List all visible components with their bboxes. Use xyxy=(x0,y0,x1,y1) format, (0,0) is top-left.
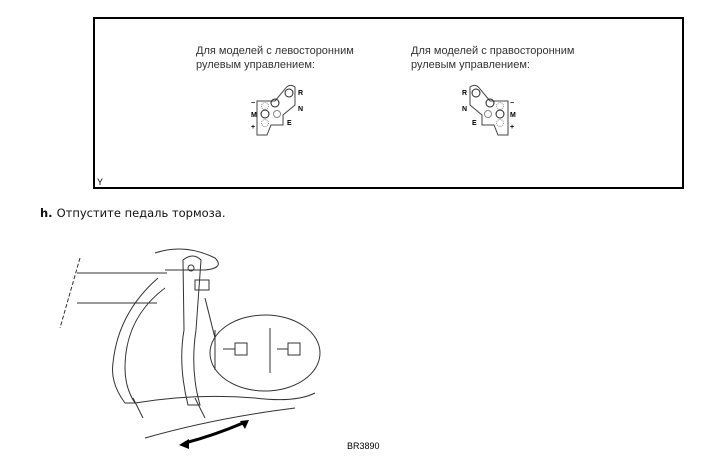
lhd-caption: Для моделей с левосторонним рулевым упра… xyxy=(196,44,354,72)
label-e: E xyxy=(472,120,477,127)
brake-pedal-illustration xyxy=(59,248,321,449)
label-n: N xyxy=(298,106,303,113)
caption-line: рулевым управлением: xyxy=(411,59,530,71)
label-m: M xyxy=(251,112,257,119)
label-minus: − xyxy=(251,100,255,107)
lhd-shift-diagram: R N E − M + xyxy=(251,84,303,136)
caption-line: рулевым управлением: xyxy=(196,59,315,71)
caption-line: Для моделей с правосторонним xyxy=(411,45,575,57)
label-e: E xyxy=(287,120,292,127)
step-text: Отпустите педаль тормоза. xyxy=(56,206,226,220)
label-r: R xyxy=(298,90,303,97)
step-letter: h. xyxy=(40,206,53,220)
corner-label: Y xyxy=(97,177,104,187)
figure-code: BR3890 xyxy=(347,441,380,451)
rhd-shift-diagram: R N E − M + xyxy=(462,84,516,136)
label-plus: + xyxy=(251,124,255,131)
shift-pattern-figure: Для моделей с левосторонним рулевым упра… xyxy=(93,17,684,189)
label-n: N xyxy=(462,106,467,113)
caption-line: Для моделей с левосторонним xyxy=(196,45,354,57)
label-plus: + xyxy=(510,124,514,131)
label-m: M xyxy=(510,112,516,119)
label-r: R xyxy=(462,90,467,97)
step-h: h.Отпустите педаль тормоза. xyxy=(40,206,226,220)
label-minus: − xyxy=(510,100,514,107)
rhd-caption: Для моделей с правосторонним рулевым упр… xyxy=(411,44,574,72)
